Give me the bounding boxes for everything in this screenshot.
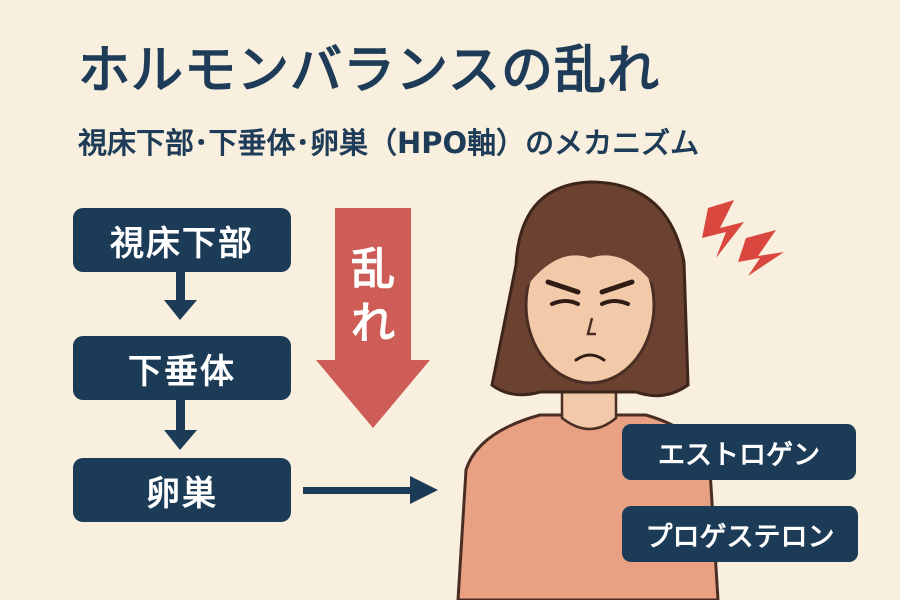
hormone-tag-estrogen: エストロゲン [622,424,856,480]
flow-box-pituitary: 下垂体 [73,336,291,400]
flow-arrow-1 [164,268,197,320]
disruption-label-line1: 乱 [351,244,395,295]
disruption-arrow [316,208,430,428]
flow-box-ovary: 卵巣 [73,458,291,522]
hormone-tag-progesterone: プロゲステロン [622,506,858,562]
disruption-label-line2: れ [351,298,395,349]
page-title: ホルモンバランスの乱れ [78,41,660,101]
ovary-to-body-arrow [303,476,438,504]
page-subtitle: 視床下部･下垂体･卵巣（HPO軸）のメカニズム [78,126,700,160]
flow-box-hypothalamus: 視床下部 [73,208,291,272]
flow-arrow-2 [164,400,197,450]
stress-lightning-icon [702,200,784,276]
disruption-label: 乱 れ [343,243,403,351]
